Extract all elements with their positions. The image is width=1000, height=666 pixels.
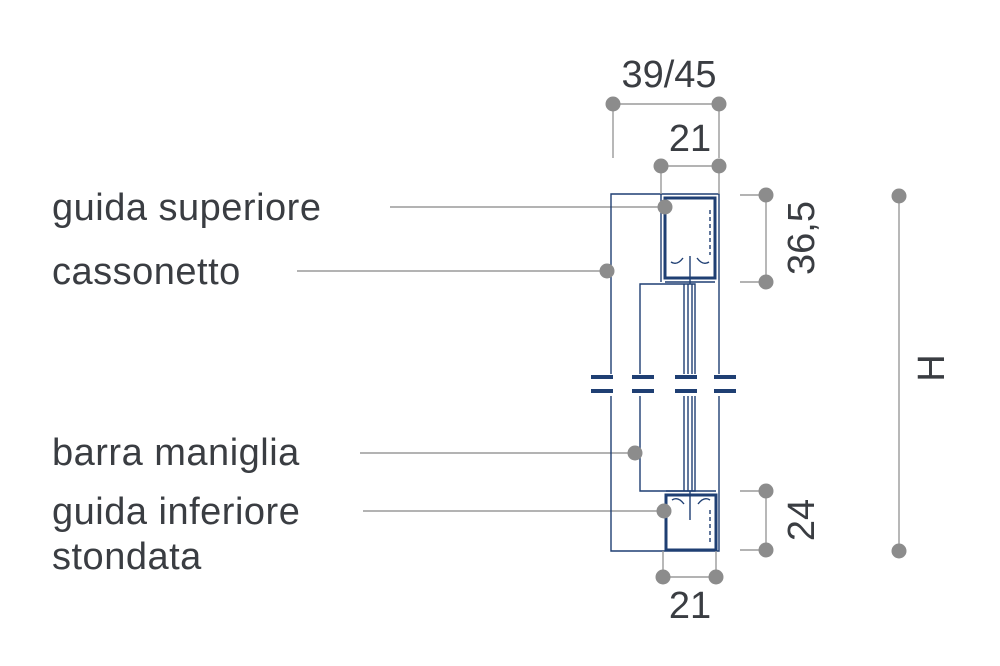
handle-bar-lower [639, 396, 696, 492]
dim-bottom-guide-width: 21 [662, 551, 717, 627]
label-barra-maniglia: barra maniglia [52, 432, 300, 474]
dim-total-height-value: H [911, 354, 953, 381]
bottom-guide [664, 493, 718, 552]
dim-total-height: H [898, 196, 953, 551]
label-guida-superiore: guida superiore [52, 187, 321, 229]
dim-overall-width-value: 39/45 [621, 54, 716, 96]
dim-bottom-guide-height-value: 24 [781, 499, 823, 541]
dim-bottom-guide-width-value: 21 [669, 585, 711, 627]
profile-section [591, 193, 736, 552]
label-cassonetto: cassonetto [52, 251, 241, 293]
handle-bar-upper [639, 283, 696, 374]
dim-top-guide-width-value: 21 [669, 118, 711, 160]
dim-overall-width: 39/45 [612, 54, 720, 158]
dim-bottom-guide-height: 24 [740, 490, 823, 551]
dimension-dots [599, 96, 907, 585]
break-marks [591, 375, 736, 393]
dim-top-guide-height-value: 36,5 [781, 201, 823, 275]
leader-lines [297, 206, 665, 512]
dim-top-guide-height: 36,5 [740, 194, 823, 283]
label-stondata: stondata [52, 536, 202, 578]
label-guida-inferiore: guida inferiore [52, 491, 300, 533]
dim-top-guide-width: 21 [660, 118, 720, 194]
